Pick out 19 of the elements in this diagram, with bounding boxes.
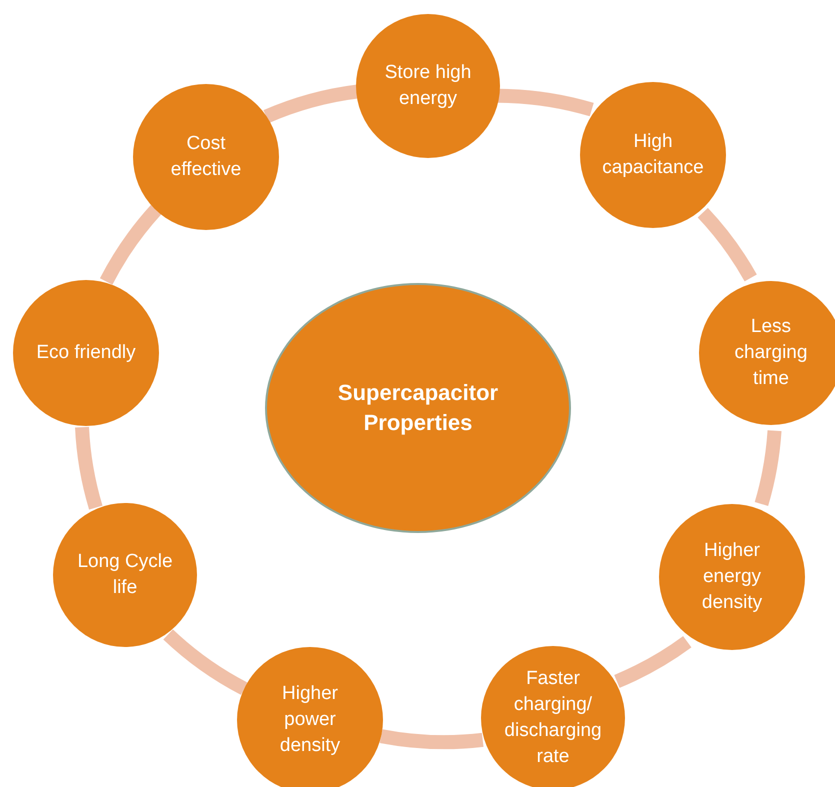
- ring-connector: [163, 629, 248, 695]
- ring-connector: [100, 205, 162, 285]
- property-label: Long Cycle life: [76, 550, 174, 600]
- ring-connector: [497, 88, 594, 116]
- property-label: Faster charging/ discharging rate: [503, 667, 603, 769]
- ring-connector: [614, 636, 692, 688]
- property-label: High capacitance: [601, 130, 705, 180]
- property-label: Less charging time: [734, 315, 808, 391]
- ring-connector: [380, 729, 484, 749]
- property-label: Cost effective: [170, 132, 242, 182]
- ring-connector: [264, 84, 360, 124]
- ring-connector: [754, 430, 782, 506]
- property-label: Higher power density: [278, 682, 342, 758]
- center-title: Supercapacitor Properties: [336, 379, 500, 437]
- property-label: Store high energy: [384, 61, 472, 111]
- property-label: Higher energy density: [700, 539, 764, 615]
- property-label: Eco friendly: [35, 341, 137, 365]
- ring-connector: [698, 208, 757, 282]
- ring-connector: [75, 426, 103, 510]
